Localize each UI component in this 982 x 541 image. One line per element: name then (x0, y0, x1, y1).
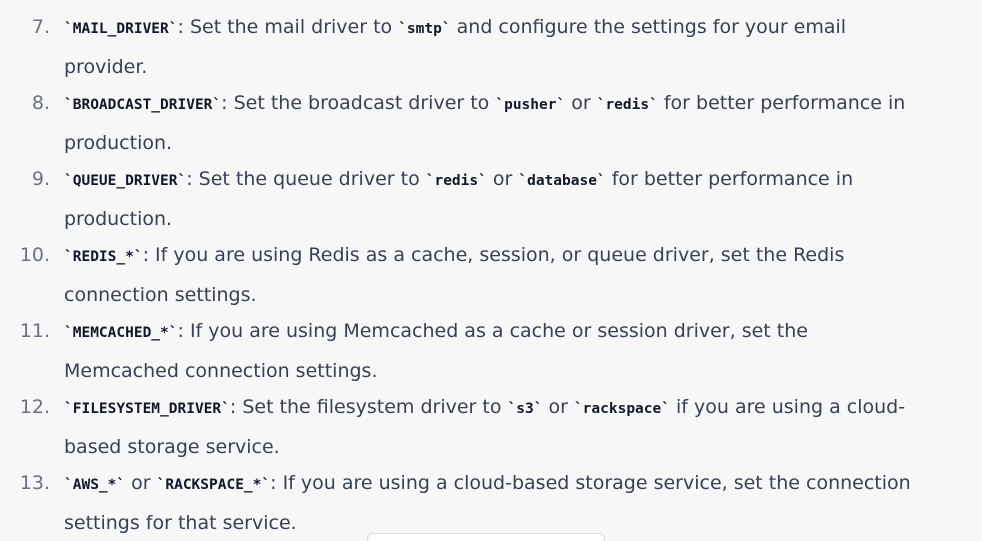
item-text: : Set the queue driver to (186, 168, 426, 190)
item-text: : Set the mail driver to (177, 16, 399, 38)
env-var-code: `FILESYSTEM_DRIVER` (64, 401, 230, 417)
value-code: `pusher` (495, 97, 566, 113)
item-text: or (565, 92, 597, 114)
value-code: `redis` (425, 173, 487, 189)
list-item: 12. `FILESYSTEM_DRIVER`: Set the filesyst… (0, 388, 982, 464)
env-var-code: `RACKSPACE_*` (156, 477, 271, 493)
item-text: : Set the broadcast driver to (221, 92, 496, 114)
item-text: : Set the filesystem driver to (229, 396, 508, 418)
list-item-number: 13. (19, 472, 50, 494)
list-item: 8. `BROADCAST_DRIVER`: Set the broadcast … (0, 84, 982, 160)
item-text: and configure the settings for your emai… (64, 16, 847, 78)
list-item: 13. `AWS_*` or `RACKSPACE_*`: If you are … (0, 464, 982, 540)
item-text: for better performance in production. (64, 92, 906, 154)
list-item-number: 7. (31, 16, 50, 38)
item-text: or (486, 168, 519, 190)
value-code: `s3` (507, 401, 543, 417)
item-text: if you are using a cloud-based storage s… (64, 396, 906, 458)
env-var-code: `AWS_*` (64, 477, 126, 493)
env-var-code: `QUEUE_DRIVER` (64, 173, 187, 189)
list-item-number: 9. (31, 168, 50, 190)
item-text: : If you are using Redis as a cache, ses… (64, 244, 845, 306)
env-settings-list: 7.`MAIL_DRIVER`: Set the mail driver to … (0, 8, 982, 540)
list-item-number: 10. (19, 244, 50, 266)
value-code: `rackspace` (573, 401, 670, 417)
item-text: : If you are using Memcached as a cache … (64, 320, 808, 382)
regenerate-response-button[interactable] (367, 533, 605, 541)
list-item: 10. `REDIS_*`: If you are using Redis as … (0, 236, 982, 312)
list-item-number: 8. (31, 92, 50, 114)
list-item-number: 11. (19, 320, 50, 342)
env-var-code: `REDIS_*` (64, 249, 143, 265)
item-text: : If you are using a cloud-based storage… (64, 472, 911, 534)
env-var-code: `MEMCACHED_*` (64, 325, 178, 341)
item-text: for better performance in production. (64, 168, 854, 230)
value-code: `redis` (596, 97, 658, 113)
item-text: or (542, 396, 574, 418)
list-item: 11. `MEMCACHED_*`: If you are using Memca… (0, 312, 982, 388)
item-text: or (125, 472, 157, 494)
value-code: `database` (518, 173, 606, 189)
env-var-code: `MAIL_DRIVER` (64, 21, 178, 37)
value-code: `smtp` (398, 21, 451, 37)
env-var-code: `BROADCAST_DRIVER` (64, 97, 222, 113)
list-item: 7.`MAIL_DRIVER`: Set the mail driver to … (0, 8, 982, 84)
list-item-number: 12. (19, 396, 50, 418)
list-item: 9. `QUEUE_DRIVER`: Set the queue driver t… (0, 160, 982, 236)
